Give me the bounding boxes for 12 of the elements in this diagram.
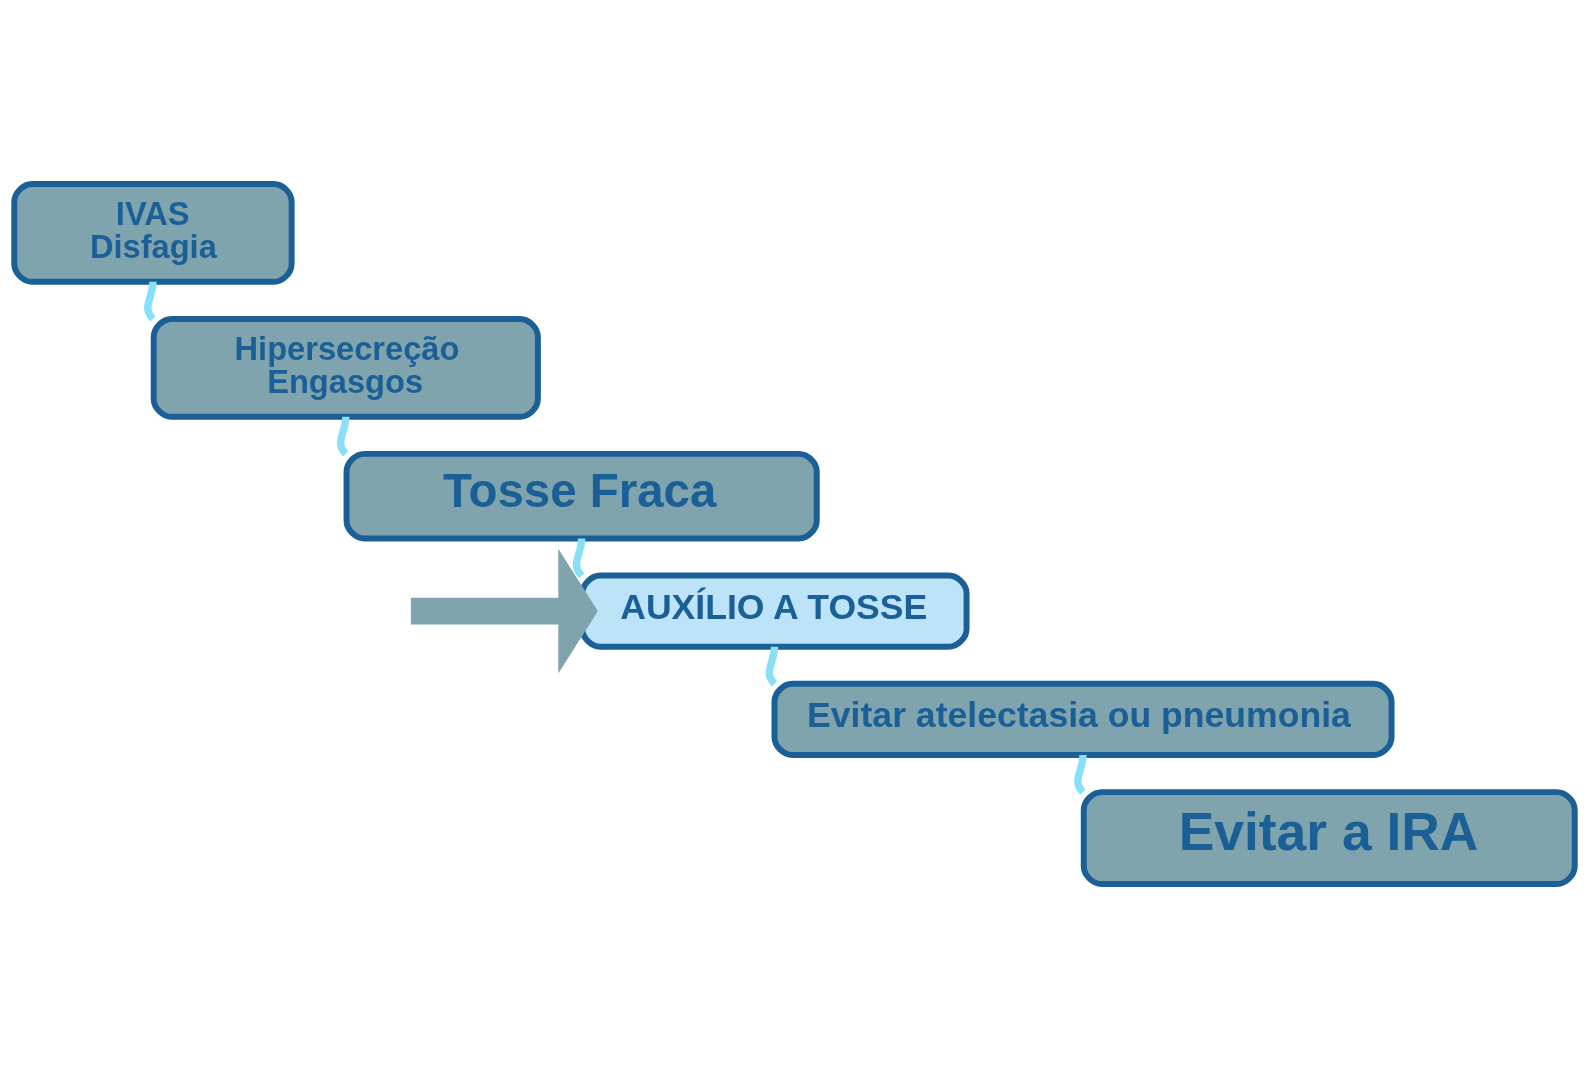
node-box: Evitar atelectasia ou pneumonia bbox=[771, 680, 1395, 758]
connector bbox=[1074, 754, 1087, 795]
arrow bbox=[410, 548, 598, 674]
node-box: Tosse Fraca bbox=[343, 450, 820, 542]
node-box: Evitar a IRA bbox=[1080, 789, 1578, 888]
connector bbox=[144, 281, 157, 322]
connector bbox=[337, 416, 350, 457]
node-box: IVAS Disfagia bbox=[11, 180, 295, 285]
node-box: AUXÍLIO A TOSSE bbox=[579, 572, 970, 650]
connector bbox=[572, 538, 586, 578]
connector bbox=[765, 646, 779, 687]
node-box: Hipersecreção Engasgos bbox=[150, 315, 541, 420]
